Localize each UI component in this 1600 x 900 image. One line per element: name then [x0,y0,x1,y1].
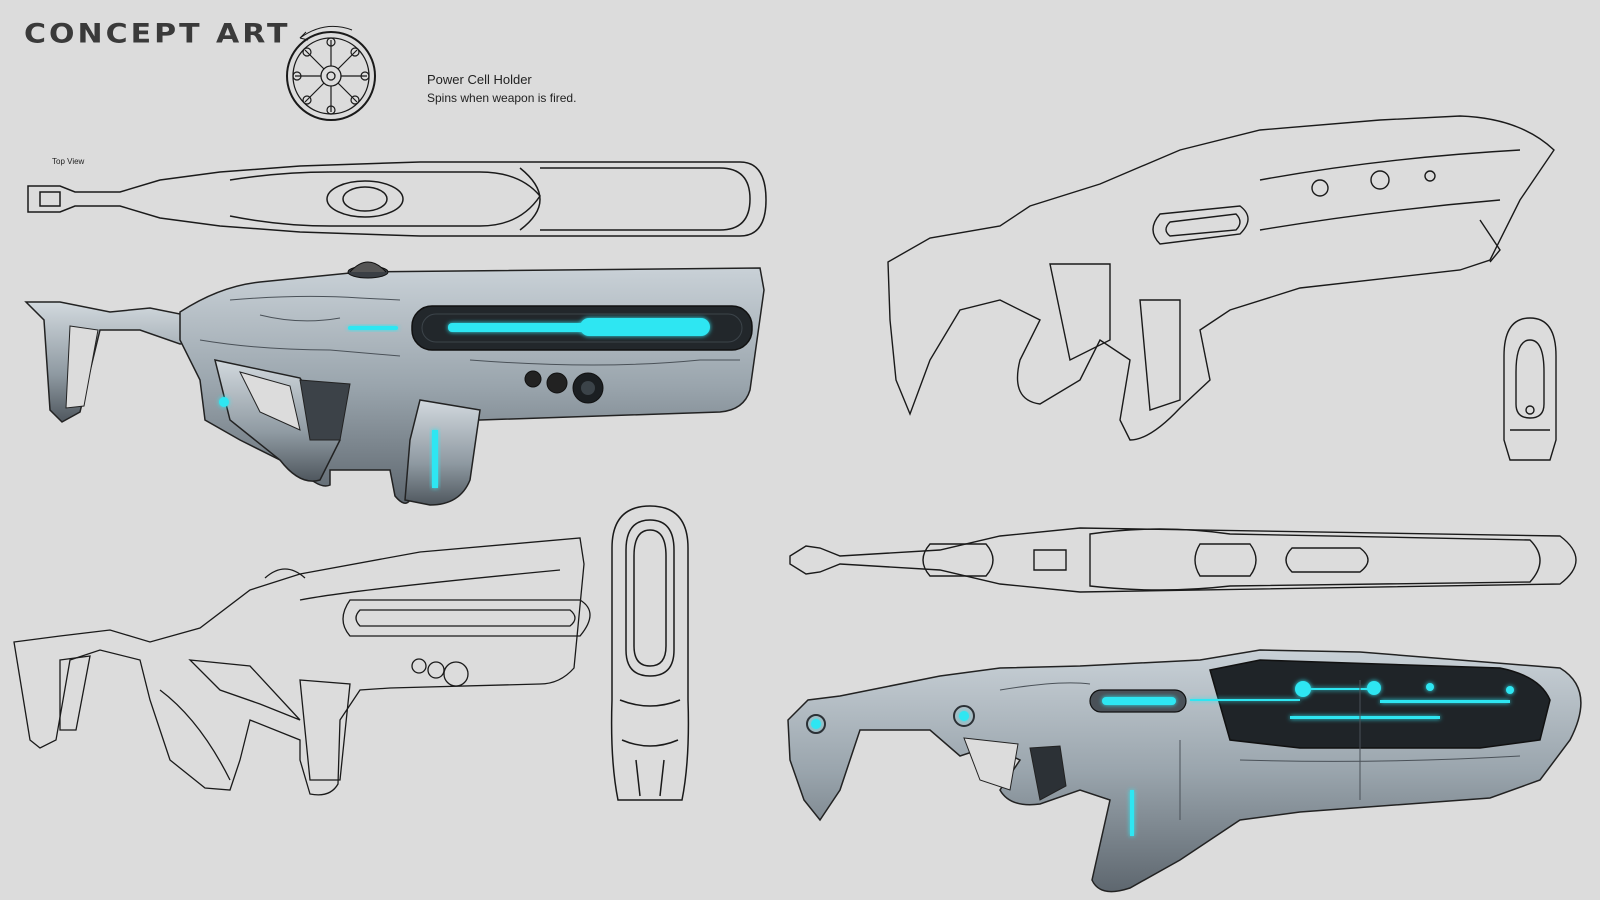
power-cell-description: Spins when weapon is fired. [427,91,577,105]
power-cell-caption: Power Cell Holder Spins when weapon is f… [427,72,576,105]
rifle-render-side-view [24,261,765,506]
top-view-label: Top View [52,157,85,166]
power-cell-wheel [286,25,376,121]
rifle-sketch-front-view [1503,317,1557,461]
rifle-sketch-side-view [13,537,591,796]
rifle-render-perspective [787,649,1582,893]
page-title: CONCEPT ART [24,18,291,50]
rifle-sketch-top-view-right [789,527,1577,593]
rifle-sketch-perspective [887,115,1555,441]
rifle-sketch-rear-view [610,505,690,801]
power-cell-title: Power Cell Holder [427,72,532,87]
rifle-top-view-sketch [27,161,767,237]
